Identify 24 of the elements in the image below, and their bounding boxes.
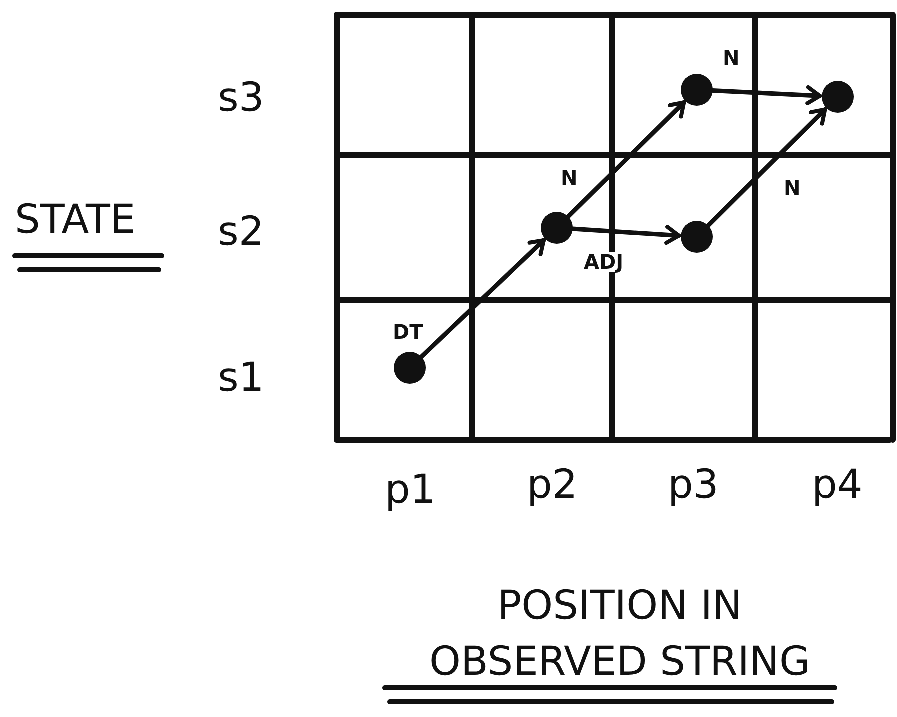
column-label: p3	[668, 465, 719, 505]
row-label: s3	[218, 78, 264, 118]
state-dot	[822, 81, 854, 113]
arrow	[710, 86, 822, 106]
axis-title: POSITION IN OBSERVED STRING	[428, 582, 812, 687]
column-label: p1	[385, 470, 436, 510]
state-dot	[541, 212, 573, 244]
arrow	[706, 107, 828, 228]
edge-label: ADJ	[583, 252, 625, 272]
row-label: s1	[218, 358, 264, 398]
arrow	[566, 100, 686, 220]
edge-label: N	[722, 48, 741, 68]
edge-label: N	[560, 168, 579, 188]
column-label: p4	[812, 465, 863, 505]
state-dot	[681, 221, 713, 253]
arrow	[419, 238, 546, 360]
edge-label: DT	[392, 322, 424, 342]
column-label: p2	[527, 465, 578, 505]
edge-label: N	[783, 178, 802, 198]
state-dot	[394, 352, 426, 384]
row-label: s2	[218, 212, 264, 252]
axis-title: STATE	[15, 200, 136, 240]
arrow	[570, 225, 682, 246]
state-dot	[681, 74, 713, 106]
